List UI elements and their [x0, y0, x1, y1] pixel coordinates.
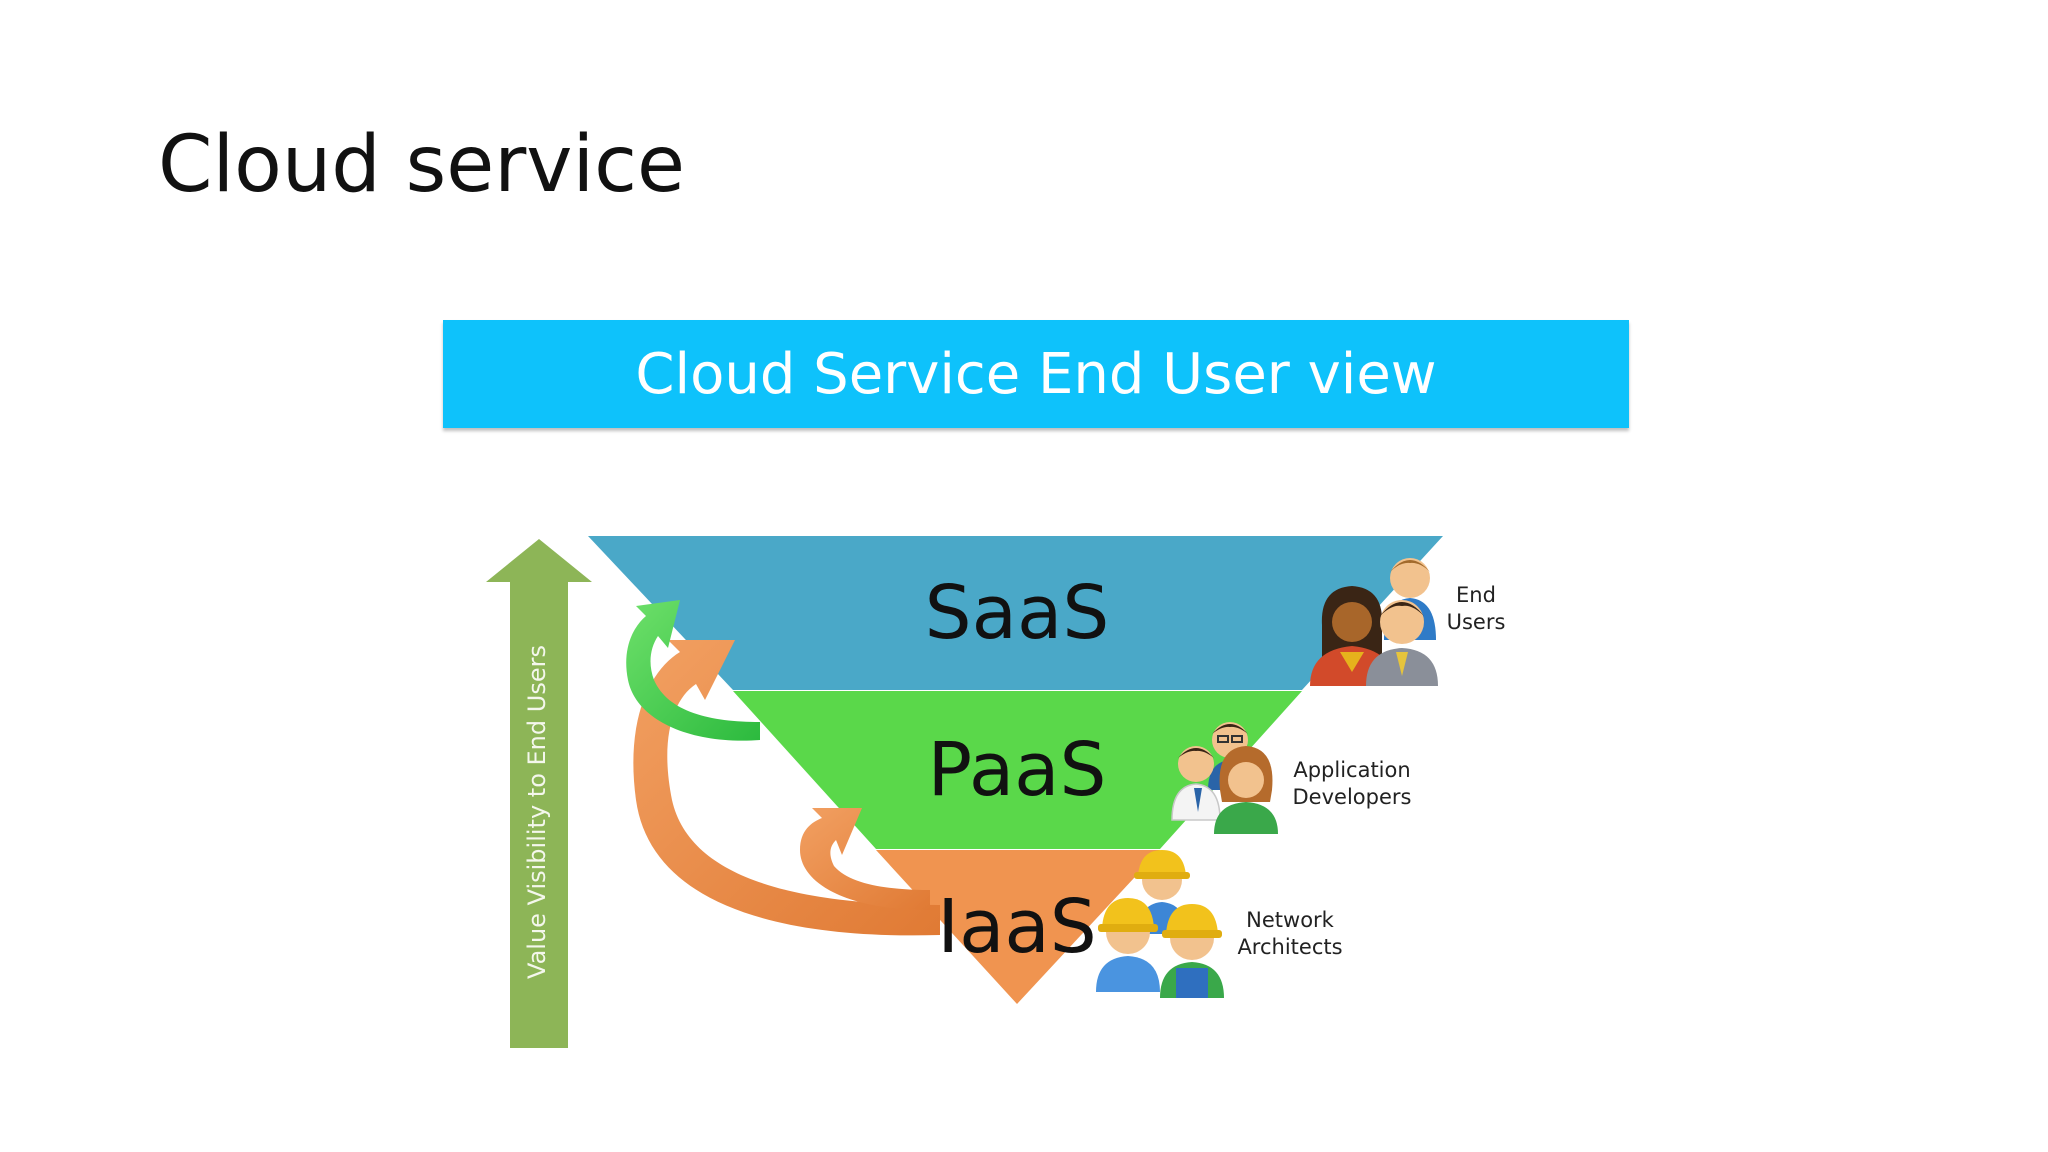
app-developers-label-line1: Application [1293, 758, 1410, 782]
value-visibility-arrow: Value Visibility to End Users [486, 539, 592, 1048]
saas-label: SaaS [925, 570, 1110, 656]
network-architects-label-line1: Network [1246, 908, 1335, 932]
iaas-to-saas-arrow [633, 640, 940, 936]
iaas-layer [876, 850, 1160, 1004]
paas-to-saas-arrow [626, 600, 760, 741]
axis-label: Value Visibility to End Users [523, 645, 551, 979]
paas-label: PaaS [928, 727, 1107, 813]
paas-layer [733, 691, 1302, 849]
app-developers-label-line2: Developers [1293, 785, 1412, 809]
developers-group-icon [1171, 722, 1278, 834]
people-group-icon [1310, 558, 1438, 686]
saas-layer [588, 536, 1443, 690]
service-pyramid [588, 536, 1443, 1004]
hardhat-workers-icon [1096, 850, 1224, 998]
slide-title: Cloud service [158, 120, 685, 210]
network-architects-label-line2: Architects [1237, 935, 1342, 959]
header-title: Cloud Service End User view [635, 341, 1437, 407]
iaas-label: IaaS [937, 884, 1097, 970]
iaas-to-paas-arrow [800, 808, 930, 910]
header-banner: Cloud Service End User view [443, 320, 1629, 428]
end-users-label-line1: End [1456, 583, 1496, 607]
end-users-label-line2: Users [1447, 610, 1506, 634]
